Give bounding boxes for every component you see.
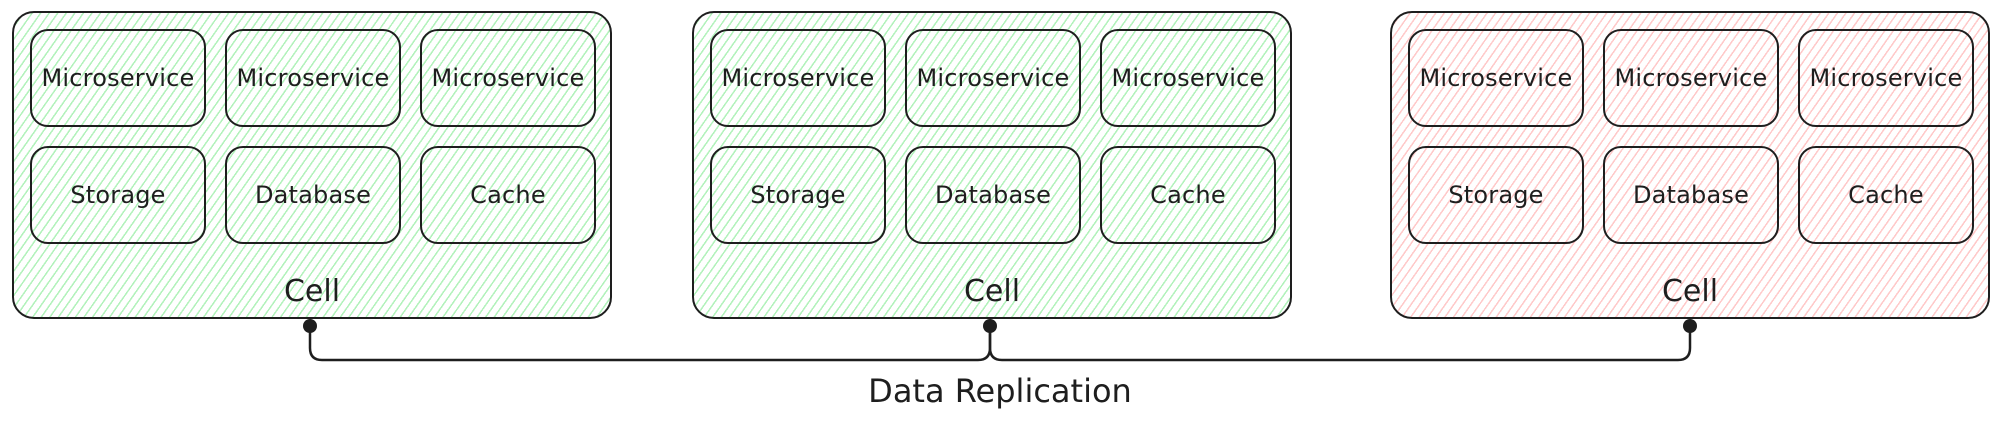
- box-label: Microservice: [1809, 64, 1963, 92]
- box-label: Cache: [1150, 181, 1226, 209]
- box-label: Microservice: [1419, 64, 1573, 92]
- box-label: Storage: [70, 181, 166, 209]
- database-box: Database: [1603, 146, 1779, 244]
- connector-line-cell-1: [308, 324, 992, 362]
- storage-box: Storage: [710, 146, 886, 244]
- box-label: Database: [1632, 181, 1750, 209]
- cache-box: Cache: [420, 146, 596, 244]
- storage-box: Storage: [30, 146, 206, 244]
- box-label: Database: [934, 181, 1052, 209]
- microservice-box: Microservice: [225, 29, 401, 127]
- connector-line-cell-3: [988, 324, 1692, 362]
- box-label: Database: [254, 181, 372, 209]
- database-box: Database: [905, 146, 1081, 244]
- microservice-box: Microservice: [710, 29, 886, 127]
- connection-dot-cell-3: [1683, 319, 1697, 333]
- database-box: Database: [225, 146, 401, 244]
- microservice-box: Microservice: [905, 29, 1081, 127]
- box-label: Microservice: [431, 64, 585, 92]
- microservice-box: Microservice: [1798, 29, 1974, 127]
- cell-3: Microservice Microservice Microservice S…: [1390, 11, 1990, 319]
- cache-box: Cache: [1798, 146, 1974, 244]
- microservice-box: Microservice: [1408, 29, 1584, 127]
- box-label: Microservice: [1614, 64, 1768, 92]
- microservice-box: Microservice: [30, 29, 206, 127]
- box-label: Cache: [1848, 181, 1924, 209]
- cell-label: Cell: [1661, 274, 1719, 309]
- microservice-box: Microservice: [420, 29, 596, 127]
- cell-1: Microservice Microservice Microservice S…: [12, 11, 612, 319]
- box-label: Storage: [1448, 181, 1544, 209]
- cell-label: Cell: [963, 274, 1021, 309]
- box-label: Cache: [470, 181, 546, 209]
- cell-label: Cell: [283, 274, 341, 309]
- box-label: Microservice: [916, 64, 1070, 92]
- microservice-box: Microservice: [1100, 29, 1276, 127]
- data-replication-label: Data Replication: [868, 372, 1132, 410]
- cell-2: Microservice Microservice Microservice S…: [692, 11, 1292, 319]
- connection-dot-cell-1: [303, 319, 317, 333]
- box-label: Microservice: [41, 64, 195, 92]
- connection-dot-cell-2: [983, 319, 997, 333]
- cache-box: Cache: [1100, 146, 1276, 244]
- box-label: Microservice: [721, 64, 875, 92]
- microservice-box: Microservice: [1603, 29, 1779, 127]
- storage-box: Storage: [1408, 146, 1584, 244]
- box-label: Microservice: [236, 64, 390, 92]
- box-label: Storage: [750, 181, 846, 209]
- box-label: Microservice: [1111, 64, 1265, 92]
